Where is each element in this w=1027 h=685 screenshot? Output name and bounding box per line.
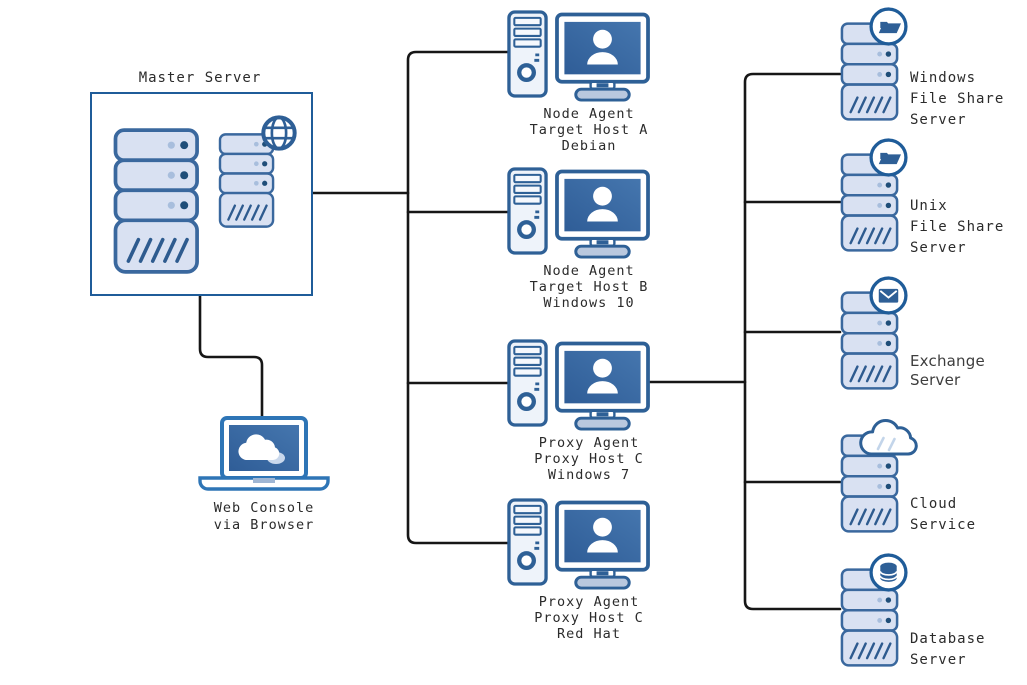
label-line: Target Host B	[529, 279, 649, 295]
agent-label: Proxy Agent Proxy Host C Red Hat	[504, 594, 674, 642]
monitor-user-icon	[555, 169, 650, 263]
web-console-label: Web Console via Browser	[184, 500, 344, 534]
server-stack-icon	[108, 128, 206, 274]
label-line: File Share	[910, 91, 1005, 107]
label-line: Server	[910, 371, 961, 389]
agent-label: Node Agent Target Host A Debian	[504, 106, 674, 154]
agent-label: Proxy Agent Proxy Host C Windows 7	[504, 435, 674, 483]
label-line: Windows	[910, 70, 977, 86]
laptop-icon	[198, 416, 330, 492]
master-server-title: Master Server	[138, 70, 262, 86]
wire-right-trunk	[743, 72, 842, 611]
computer-tower-icon	[507, 339, 548, 427]
server-label: Cloud Service	[910, 494, 1027, 536]
label-line: Node Agent	[543, 106, 635, 122]
label-line: Debian	[561, 138, 617, 154]
label-line: Proxy Agent	[538, 435, 640, 451]
agent-label: Node Agent Target Host B Windows 10	[504, 263, 674, 311]
label-line: via Browser	[213, 517, 315, 533]
wire-middle-trunk	[406, 50, 510, 545]
label-line: Exchange	[910, 352, 985, 370]
label-line: Node Agent	[543, 263, 635, 279]
label-line: Web Console	[213, 500, 315, 516]
folder-icon	[868, 137, 909, 178]
label-line: Proxy Host C	[534, 451, 644, 467]
server-label: Unix File Share Server	[910, 196, 1027, 259]
server-label: Exchange Server	[910, 352, 1027, 390]
server-label: Windows File Share Server	[910, 68, 1027, 131]
label-line: Target Host A	[529, 122, 649, 138]
label-line: Windows 10	[543, 295, 635, 311]
cloud-icon	[856, 415, 922, 459]
label-line: Proxy Agent	[538, 594, 640, 610]
computer-tower-icon	[507, 10, 548, 98]
computer-tower-icon	[507, 167, 548, 255]
computer-tower-icon	[507, 498, 548, 586]
globe-icon	[260, 114, 298, 152]
master-server-box	[90, 92, 313, 296]
label-line: Cloud	[910, 496, 958, 512]
monitor-user-icon	[555, 12, 650, 106]
label-line: Server	[910, 112, 967, 128]
monitor-user-icon	[555, 500, 650, 594]
label-line: File Share	[910, 219, 1005, 235]
label-line: Server	[910, 240, 967, 256]
label-line: Database	[910, 631, 986, 647]
wire-master-to-console	[198, 292, 264, 420]
label-line: Red Hat	[557, 626, 621, 642]
label-line: Windows 7	[547, 467, 631, 483]
folder-icon	[868, 6, 909, 47]
monitor-user-icon	[555, 341, 650, 435]
server-label: Database Server	[910, 629, 1027, 671]
label-line: Service	[910, 517, 977, 533]
label-line: Unix	[910, 198, 948, 214]
database-icon	[868, 552, 909, 593]
label-line: Proxy Host C	[534, 610, 644, 626]
envelope-icon	[868, 275, 909, 316]
label-line: Server	[910, 652, 967, 668]
